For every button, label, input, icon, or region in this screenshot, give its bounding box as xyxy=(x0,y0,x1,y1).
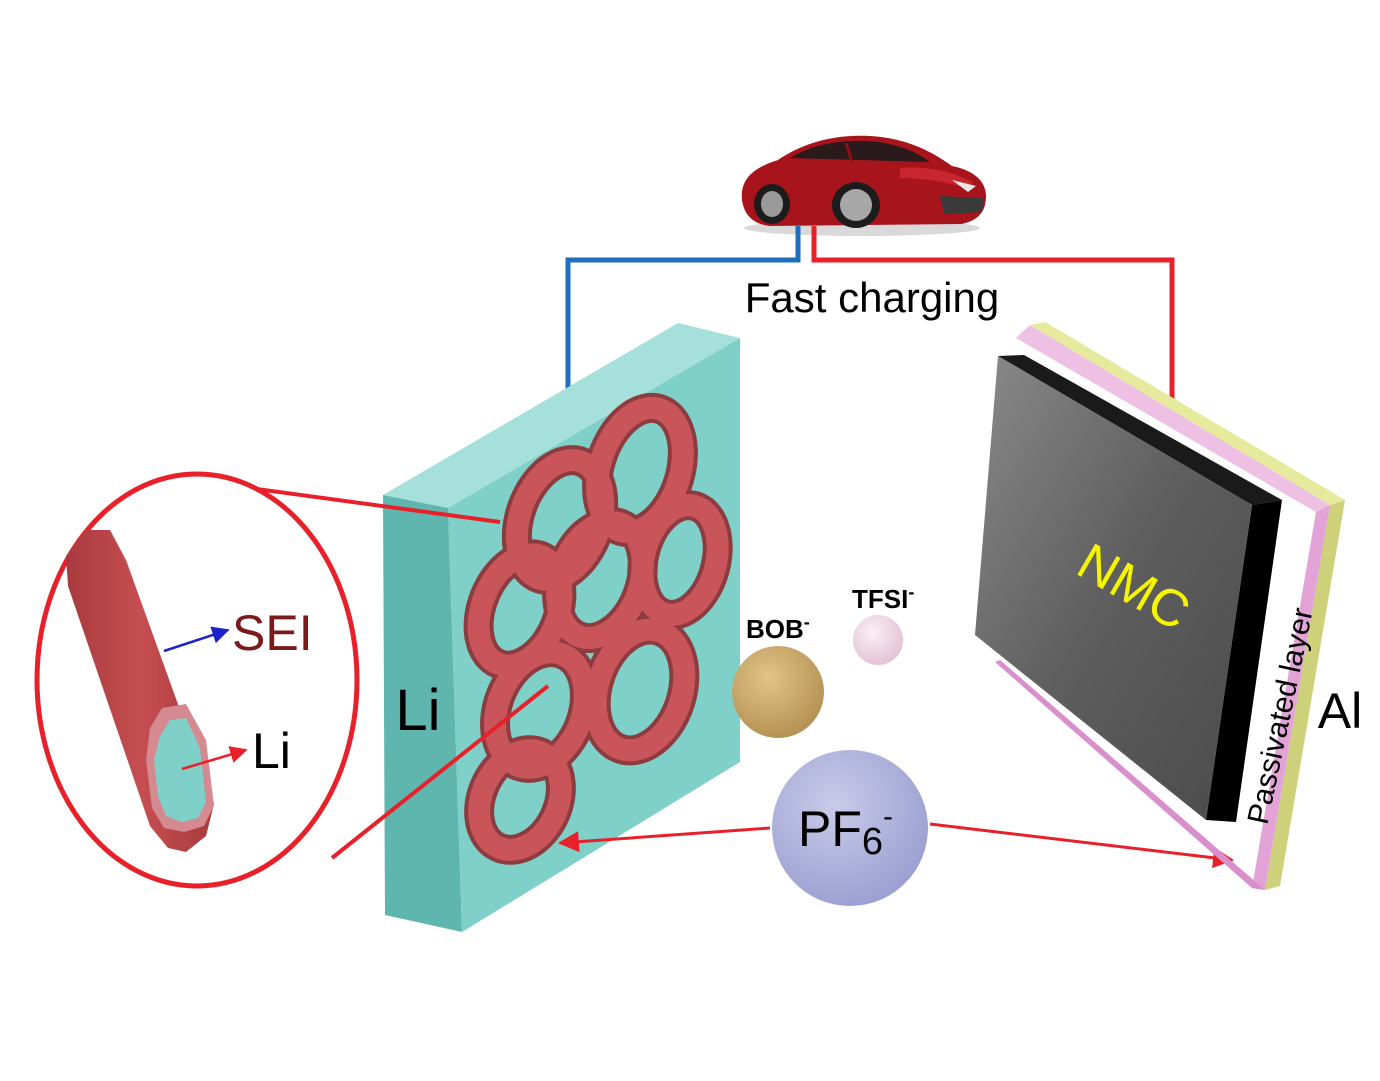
passivated-layer xyxy=(995,325,1330,890)
li-core-label: Li xyxy=(252,723,291,779)
pf6-label: PF6- xyxy=(798,800,893,863)
negative-wire xyxy=(565,226,801,408)
tfsi-ion xyxy=(853,615,903,665)
fast-charging-label: Fast charging xyxy=(745,274,999,321)
pf6-arrow-to-anode xyxy=(557,826,771,853)
aluminum-current-collector xyxy=(1030,322,1345,890)
pf6-ion xyxy=(772,750,928,906)
li-core-arrow xyxy=(181,746,248,771)
tfsi-label: TFSI- xyxy=(852,582,914,614)
nmc-cathode xyxy=(975,355,1282,822)
bob-label: BOB- xyxy=(746,612,810,644)
bob-ion xyxy=(732,646,824,738)
pf6-arrow-to-cathode xyxy=(929,822,1235,869)
car-icon xyxy=(741,135,986,236)
zoom-line-bottom xyxy=(330,684,550,860)
al-label: Al xyxy=(1318,683,1362,739)
sei-arrow xyxy=(163,626,230,653)
lithium-dendrites xyxy=(463,392,733,865)
sei-tube xyxy=(66,530,214,852)
positive-wire xyxy=(811,226,1175,408)
zoom-line-top xyxy=(219,482,501,524)
li-anode-label: Li xyxy=(395,678,440,743)
sei-label: SEI xyxy=(232,605,313,661)
